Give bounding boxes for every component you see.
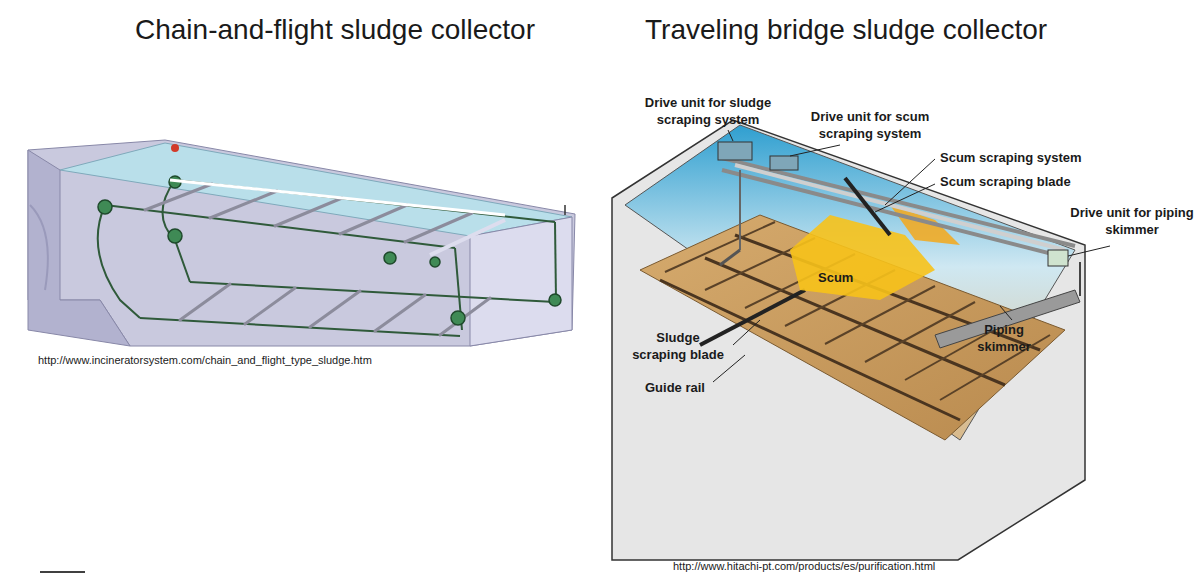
part-label-box: Sludge scraping blade bbox=[628, 330, 728, 364]
panel-title: Chain-and-flight sludge collector bbox=[135, 12, 535, 48]
rule-mark bbox=[40, 571, 85, 573]
part-label-box: Scum bbox=[818, 270, 878, 287]
panel-title: Traveling bridge sludge collector bbox=[645, 12, 1047, 48]
part-label: Piping skimmer bbox=[968, 322, 1040, 356]
part-label-box: Drive unit for piping skimmer bbox=[1068, 205, 1196, 239]
part-label-box: Scum scraping system bbox=[940, 150, 1120, 167]
part-label: Scum scraping blade bbox=[940, 174, 1120, 191]
part-label: Scum bbox=[818, 270, 878, 287]
part-label: Drive unit for scum scraping system bbox=[795, 109, 945, 143]
part-label: Sludge scraping blade bbox=[628, 330, 728, 364]
part-label: Guide rail bbox=[645, 380, 765, 397]
chain-flight-tank bbox=[28, 140, 575, 346]
source-url: http://www.hitachi-pt.com/products/es/pu… bbox=[673, 559, 935, 573]
source-url-box: http://www.incineratorsystem.com/chain_a… bbox=[38, 350, 458, 368]
panel-title-box: Traveling bridge sludge collector bbox=[645, 12, 1085, 48]
source-url-box: http://www.hitachi-pt.com/products/es/pu… bbox=[673, 556, 1093, 574]
part-label: Drive unit for sludge scraping system bbox=[632, 95, 784, 129]
part-label: Scum scraping system bbox=[940, 150, 1120, 167]
part-label-box: Drive unit for scum scraping system bbox=[795, 109, 945, 143]
source-url: http://www.incineratorsystem.com/chain_a… bbox=[38, 353, 372, 367]
part-label: Drive unit for piping skimmer bbox=[1068, 205, 1196, 239]
part-label-box: Guide rail bbox=[645, 380, 765, 397]
part-label-box: Scum scraping blade bbox=[940, 174, 1120, 191]
part-label-box: Piping skimmer bbox=[968, 322, 1040, 356]
panel-title-box: Chain-and-flight sludge collector bbox=[135, 12, 575, 48]
part-label-box: Drive unit for sludge scraping system bbox=[632, 95, 784, 129]
